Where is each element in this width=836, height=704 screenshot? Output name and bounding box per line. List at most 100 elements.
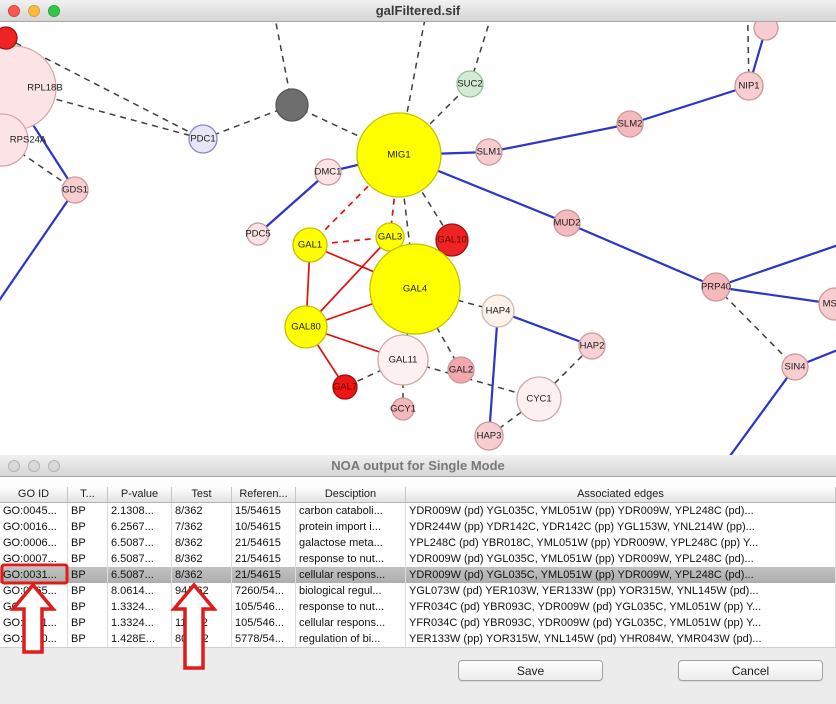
network-window-titlebar[interactable]: galFiltered.sif bbox=[0, 0, 836, 22]
table-cell: 8/362 bbox=[172, 567, 232, 583]
node-nip1[interactable] bbox=[734, 71, 764, 101]
minimize-button[interactable] bbox=[28, 5, 40, 17]
zoom-button[interactable] bbox=[48, 460, 60, 472]
edge-hap4-hap3[interactable] bbox=[487, 310, 500, 437]
table-cell: YER133W (pp) YOR315W, YNL145W (pd) YHR08… bbox=[406, 631, 836, 647]
zoom-button[interactable] bbox=[48, 5, 60, 17]
edge-prp40-msl1[interactable] bbox=[715, 285, 836, 306]
column-header-desciption[interactable]: Desciption bbox=[296, 487, 406, 502]
edge-slm1-slm2[interactable] bbox=[488, 122, 631, 154]
minimize-button[interactable] bbox=[28, 460, 40, 472]
node-label-gal11: GAL11 bbox=[389, 355, 418, 366]
network-canvas[interactable]: RPL18BRPS24AGDS1PDC1DMC1MIG1SUC2SLM1SLM2… bbox=[0, 22, 836, 455]
node-sin4[interactable] bbox=[781, 353, 809, 381]
node-label-suc2: SUC2 bbox=[457, 79, 482, 90]
node-gal11[interactable] bbox=[377, 334, 429, 386]
table-cell: GO:0050... bbox=[0, 631, 68, 647]
close-button[interactable] bbox=[8, 460, 20, 472]
table-cell: carbon cataboli... bbox=[296, 503, 406, 519]
edge-gds1-g_bl[interactable] bbox=[0, 189, 76, 340]
column-header-t[interactable]: T... bbox=[68, 487, 108, 502]
node-label-gal4: GAL4 bbox=[403, 284, 427, 295]
table-cell: 8/362 bbox=[172, 535, 232, 551]
table-cell: BP bbox=[68, 519, 108, 535]
table-cell: 1.3324... bbox=[108, 599, 172, 615]
node-slm2[interactable] bbox=[616, 110, 644, 138]
network-window-title: galFiltered.sif bbox=[375, 3, 461, 18]
table-cell: protein import i... bbox=[296, 519, 406, 535]
node-gal1[interactable] bbox=[292, 227, 328, 263]
edge-gray-mig1[interactable] bbox=[291, 104, 400, 156]
table-cell: GO:0016... bbox=[0, 519, 68, 535]
close-button[interactable] bbox=[8, 5, 20, 17]
node-trpink[interactable] bbox=[753, 22, 779, 41]
node-hap3[interactable] bbox=[474, 421, 504, 451]
node-gal80[interactable] bbox=[284, 305, 328, 349]
node-label-mud2: MUD2 bbox=[554, 218, 581, 229]
node-gds1[interactable] bbox=[61, 176, 89, 204]
node-redtl[interactable] bbox=[0, 26, 18, 50]
edge-dmc1-pdc5[interactable] bbox=[257, 171, 329, 235]
column-header-p-value[interactable]: P-value bbox=[108, 487, 172, 502]
table-cell: 6.2567... bbox=[108, 519, 172, 535]
table-cell: biological regul... bbox=[296, 583, 406, 599]
node-dmc1[interactable] bbox=[314, 158, 342, 186]
node-label-hap4: HAP4 bbox=[486, 306, 511, 317]
node-label-nip1: NIP1 bbox=[738, 81, 759, 92]
node-hap2[interactable] bbox=[578, 332, 606, 360]
column-header-associated-edges[interactable]: Associated edges bbox=[406, 487, 836, 502]
node-label-hap3: HAP3 bbox=[477, 431, 502, 442]
node-gray[interactable] bbox=[275, 88, 309, 122]
table-cell: 1.3324... bbox=[108, 615, 172, 631]
node-label-slm1: SLM1 bbox=[477, 147, 502, 158]
node-gcy1[interactable] bbox=[391, 397, 415, 421]
save-button[interactable]: Save bbox=[458, 660, 603, 681]
node-label-gds1: GDS1 bbox=[62, 185, 88, 196]
node-gal10[interactable] bbox=[435, 223, 469, 257]
node-gal7[interactable] bbox=[332, 374, 358, 400]
node-suc2[interactable] bbox=[456, 70, 484, 98]
node-pdc1[interactable] bbox=[188, 124, 218, 154]
node-rps24a[interactable] bbox=[0, 113, 29, 167]
edge-prp40-sin4[interactable] bbox=[715, 286, 796, 368]
table-cell: 21/54615 bbox=[232, 535, 296, 551]
column-header-test[interactable]: Test bbox=[172, 487, 232, 502]
node-pdc5[interactable] bbox=[246, 222, 270, 246]
node-gal2[interactable] bbox=[447, 356, 475, 384]
node-label-dmc1: DMC1 bbox=[315, 167, 342, 178]
node-cyc1[interactable] bbox=[516, 376, 562, 422]
edge-sin4-g_b1[interactable] bbox=[700, 366, 796, 455]
node-gal4[interactable] bbox=[369, 243, 461, 335]
node-slm1[interactable] bbox=[475, 138, 503, 166]
noa-window-titlebar[interactable]: NOA output for Single Mode bbox=[0, 455, 836, 477]
node-prp40[interactable] bbox=[701, 272, 731, 302]
edge-g_r2-sin4[interactable] bbox=[794, 330, 836, 369]
edge-mig1-g_t2[interactable] bbox=[398, 22, 432, 156]
node-msl1[interactable] bbox=[818, 287, 836, 321]
node-label-slm2: SLM2 bbox=[618, 119, 643, 130]
table-cell: 6.5087... bbox=[108, 567, 172, 583]
node-hap4[interactable] bbox=[481, 294, 515, 328]
edge-hap4-hap2[interactable] bbox=[497, 309, 593, 348]
column-header-go-id[interactable]: GO ID bbox=[0, 487, 68, 502]
column-header-referen[interactable]: Referen... bbox=[232, 487, 296, 502]
node-mud2[interactable] bbox=[553, 209, 581, 237]
table-cell: cellular respons... bbox=[296, 567, 406, 583]
edge-slm2-nip1[interactable] bbox=[629, 84, 750, 126]
edge-prp40-g_r1[interactable] bbox=[715, 228, 836, 289]
cancel-button[interactable]: Cancel bbox=[678, 660, 823, 681]
node-label-gal3: GAL3 bbox=[378, 232, 402, 243]
node-mig1[interactable] bbox=[356, 112, 442, 198]
node-label-cyc1: CYC1 bbox=[526, 394, 551, 405]
edge-mud2-prp40[interactable] bbox=[566, 221, 717, 289]
